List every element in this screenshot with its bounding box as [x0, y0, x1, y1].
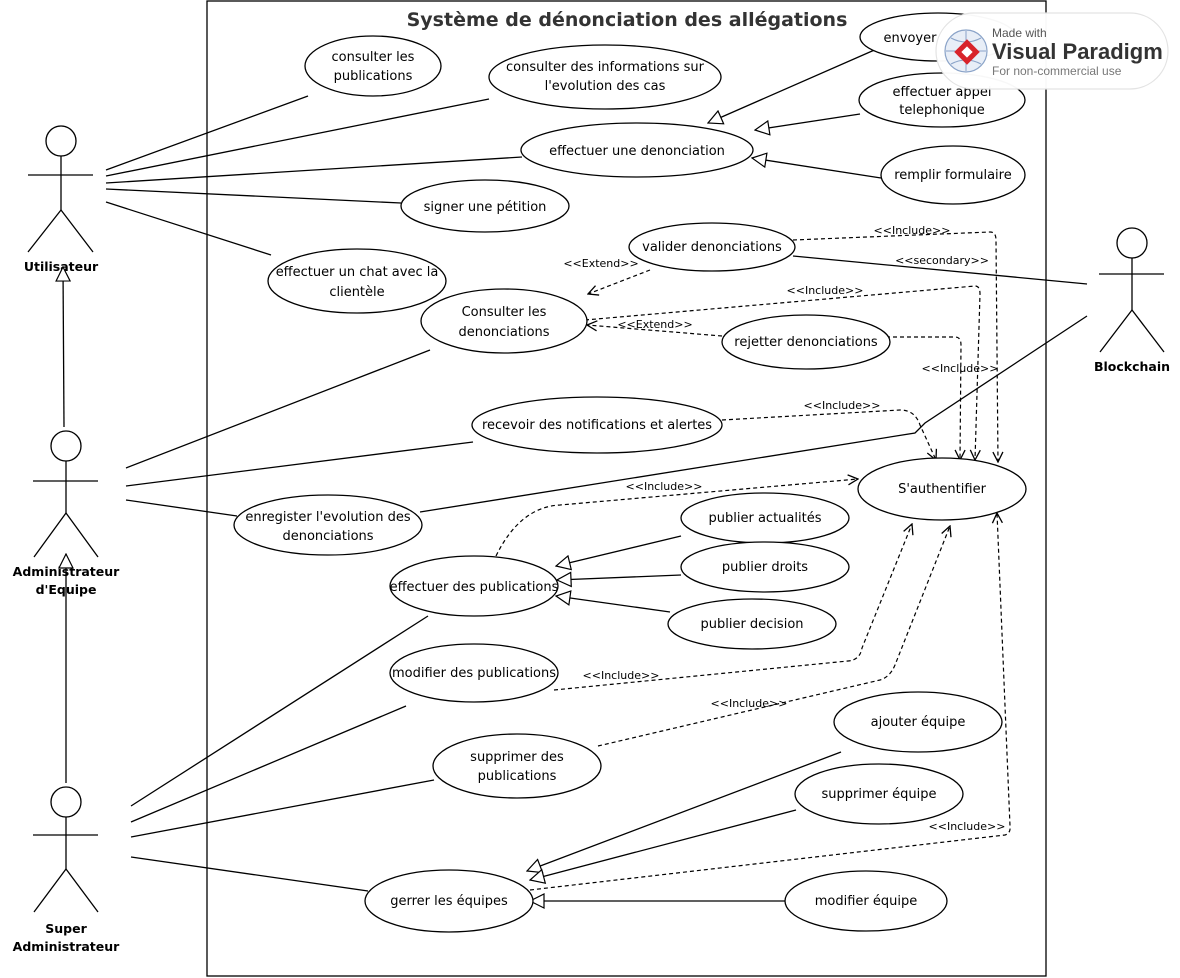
svg-text:publier decision: publier decision: [700, 617, 803, 632]
include-label: <<Include>>: [929, 820, 1006, 833]
svg-text:enregister l'evolution des: enregister l'evolution des: [245, 510, 410, 525]
svg-text:envoyer: envoyer: [884, 31, 938, 46]
svg-text:telephonique: telephonique: [899, 103, 985, 118]
associations-utilisateur: [105, 95, 523, 256]
svg-text:rejetter denonciations: rejetter denonciations: [734, 335, 878, 350]
include-label: <<Include>>: [711, 697, 788, 710]
use-case-consulter-info-evolution[interactable]: consulter des informations sur l'evoluti…: [488, 44, 722, 110]
use-case-consulter-denonciations[interactable]: Consulter les denonciations: [420, 288, 588, 354]
svg-text:denonciations: denonciations: [458, 325, 549, 340]
use-case-generalizations: [527, 47, 882, 901]
use-case-publier-droits[interactable]: publier droits: [680, 541, 850, 593]
actor-super-administrateur[interactable]: Super Administrateur: [13, 786, 120, 954]
svg-text:denonciations: denonciations: [282, 529, 373, 544]
use-case-rejetter-denonciations[interactable]: rejetter denonciations: [721, 314, 891, 370]
svg-text:recevoir des notifications et: recevoir des notifications et alertes: [482, 418, 712, 433]
use-case-enregistrer-evolution[interactable]: enregister l'evolution des denonciations: [233, 494, 423, 556]
svg-text:l'evolution des cas: l'evolution des cas: [545, 79, 666, 94]
associations-blockchain: [419, 255, 1088, 513]
generalization-admin-to-utilisateur: [63, 267, 64, 428]
svg-text:modifier équipe: modifier équipe: [815, 894, 918, 909]
use-case-remplir-formulaire[interactable]: remplir formulaire: [880, 145, 1026, 205]
svg-text:Made with: Made with: [992, 26, 1047, 40]
svg-text:S'authentifier: S'authentifier: [898, 482, 987, 497]
system-boundary: [206, 0, 1047, 977]
svg-text:publier droits: publier droits: [722, 560, 808, 575]
svg-text:publications: publications: [334, 69, 413, 84]
svg-text:effectuer un chat avec la: effectuer un chat avec la: [276, 265, 439, 280]
use-case-gerrer-equipes[interactable]: gerrer les équipes: [364, 869, 534, 933]
actor-label: Administrateur: [13, 939, 120, 954]
include-label: <<Include>>: [874, 224, 951, 237]
include-label: <<Include>>: [787, 284, 864, 297]
use-case-consulter-publications[interactable]: consulter les publications: [304, 35, 442, 97]
svg-text:supprimer des: supprimer des: [470, 750, 564, 765]
include-label: <<Include>>: [583, 669, 660, 682]
use-case-supprimer-publications[interactable]: supprimer des publications: [432, 733, 602, 799]
use-case-chat-clientele[interactable]: effectuer un chat avec la clientèle: [267, 248, 447, 314]
use-case-ajouter-equipe[interactable]: ajouter équipe: [833, 691, 1003, 753]
use-case-publier-actualites[interactable]: publier actualités: [680, 492, 850, 544]
actor-label: Blockchain: [1094, 359, 1170, 374]
svg-text:effectuer des publications: effectuer des publications: [390, 580, 559, 595]
use-case-valider-denonciations[interactable]: valider denonciations: [628, 222, 796, 272]
use-case-publier-decision[interactable]: publier decision: [667, 598, 837, 650]
actor-label: Super: [45, 921, 87, 936]
svg-text:valider denonciations: valider denonciations: [642, 240, 782, 255]
use-case-supprimer-equipe[interactable]: supprimer équipe: [794, 763, 964, 825]
svg-text:ajouter équipe: ajouter équipe: [871, 715, 966, 730]
svg-text:For non-commercial use: For non-commercial use: [992, 64, 1122, 78]
extend-label: <<Extend>>: [563, 257, 638, 270]
stereotype-labels: <<Include>> <<secondary>> <<Extend>> <<I…: [563, 224, 1005, 833]
svg-text:Visual Paradigm: Visual Paradigm: [992, 39, 1163, 64]
secondary-label: <<secondary>>: [895, 254, 989, 267]
svg-text:effectuer une denonciation: effectuer une denonciation: [549, 144, 725, 159]
svg-text:remplir formulaire: remplir formulaire: [894, 168, 1011, 183]
svg-text:consulter des informations sur: consulter des informations sur: [506, 60, 705, 75]
include-label: <<Include>>: [922, 362, 999, 375]
actor-utilisateur[interactable]: Utilisateur: [24, 125, 99, 274]
associations-admin-equipe: [125, 349, 474, 517]
svg-text:supprimer équipe: supprimer équipe: [822, 787, 937, 802]
actor-administrateur-equipe[interactable]: Administrateur d'Equipe: [13, 430, 120, 597]
svg-text:signer une pétition: signer une pétition: [424, 200, 547, 215]
use-case-notifications-alertes[interactable]: recevoir des notifications et alertes: [471, 396, 723, 454]
include-label: <<Include>>: [626, 480, 703, 493]
actor-blockchain[interactable]: Blockchain: [1094, 227, 1170, 374]
svg-text:consulter les: consulter les: [332, 50, 415, 65]
include-extend-dependencies: [495, 231, 1011, 891]
use-case-modifier-equipe[interactable]: modifier équipe: [784, 870, 948, 932]
extend-label: <<Extend>>: [617, 318, 692, 331]
svg-text:clientèle: clientèle: [329, 285, 384, 300]
svg-text:modifier des publications: modifier des publications: [392, 666, 556, 681]
include-label: <<Include>>: [804, 399, 881, 412]
use-case-effectuer-publications[interactable]: effectuer des publications: [389, 555, 559, 617]
svg-text:publier actualités: publier actualités: [709, 511, 822, 526]
diagram-title: Système de dénonciation des allégations: [407, 9, 848, 31]
actor-label: Utilisateur: [24, 259, 99, 274]
use-case-signer-petition[interactable]: signer une pétition: [400, 179, 570, 233]
use-case-sauthentifier[interactable]: S'authentifier: [857, 457, 1027, 521]
visual-paradigm-logo-icon: [944, 29, 988, 73]
svg-text:Consulter les: Consulter les: [462, 305, 547, 320]
associations-super-admin: [130, 615, 435, 892]
visual-paradigm-watermark: Made with Visual Paradigm For non-commer…: [935, 12, 1169, 90]
svg-text:publications: publications: [478, 769, 557, 784]
svg-text:gerrer les équipes: gerrer les équipes: [390, 894, 508, 909]
use-case-modifier-publications[interactable]: modifier des publications: [389, 643, 559, 703]
use-case-effectuer-denonciation[interactable]: effectuer une denonciation: [520, 122, 754, 178]
